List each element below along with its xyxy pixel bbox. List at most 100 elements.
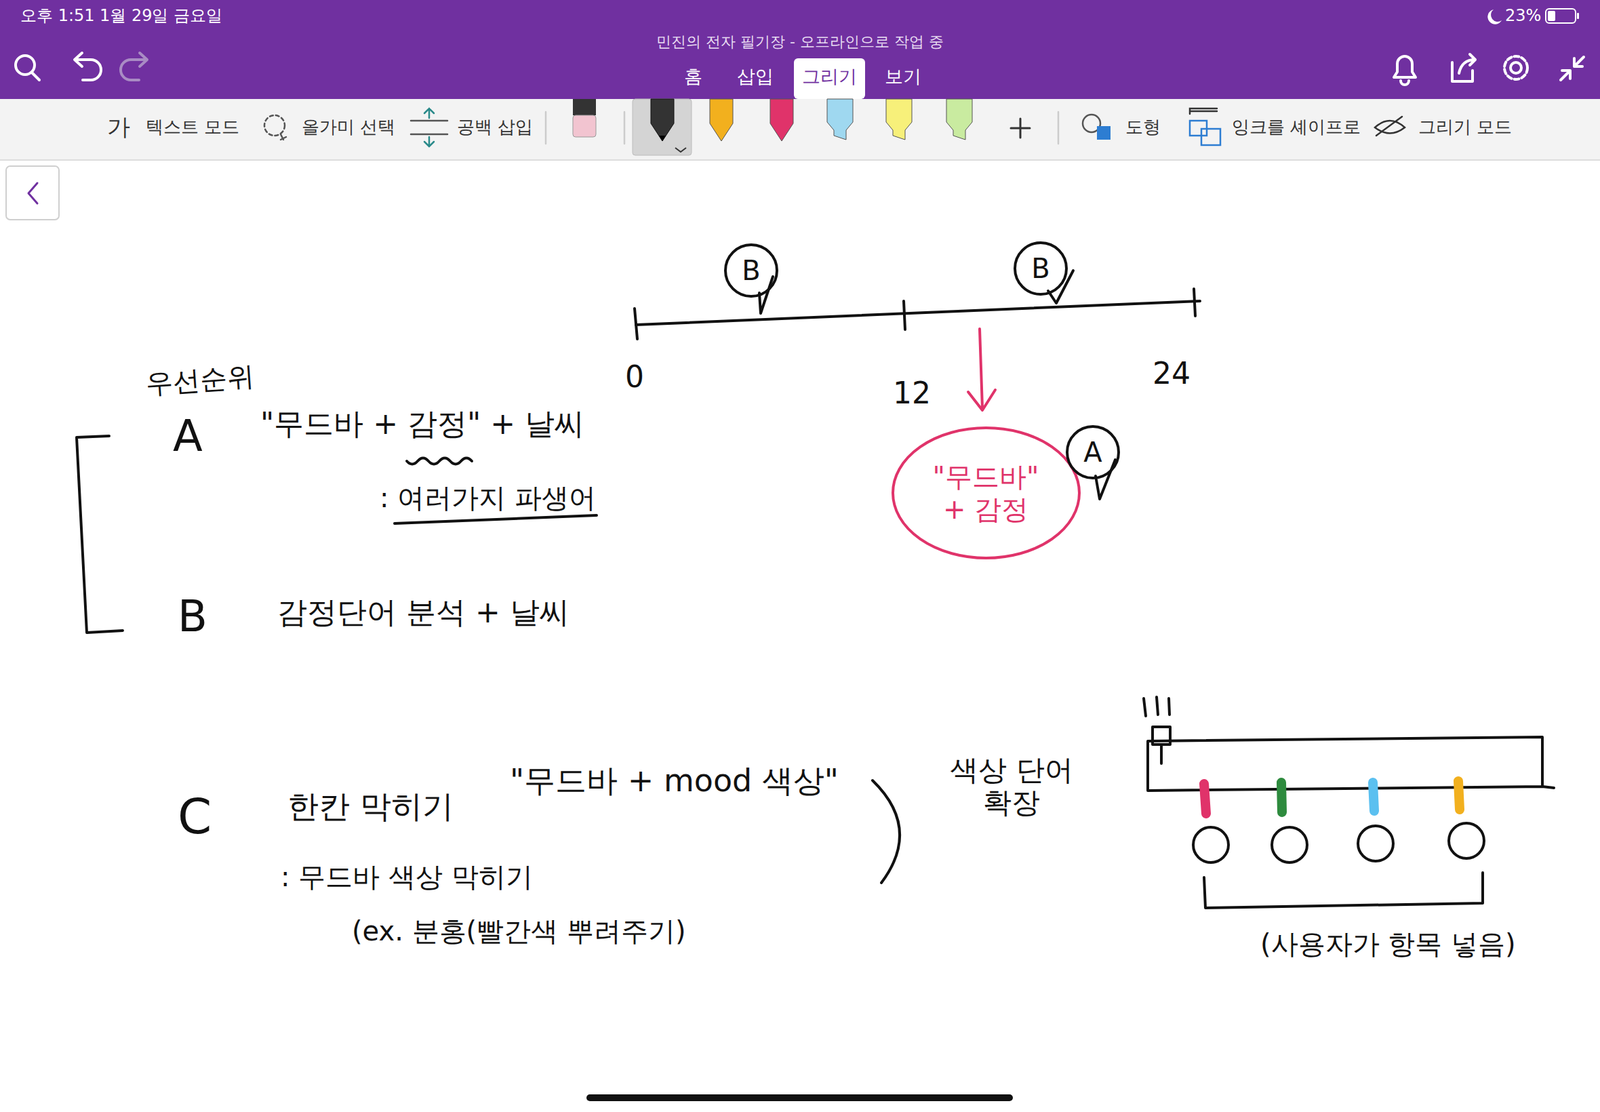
gear-icon bbox=[1510, 62, 1522, 74]
handwritten-note: : 여러가지 파생어 bbox=[379, 482, 596, 514]
slots-bracket bbox=[1204, 872, 1483, 908]
node-text: A bbox=[1083, 435, 1102, 469]
slot-circle bbox=[1357, 825, 1394, 862]
selected-tab bbox=[793, 58, 866, 99]
handwritten-note: (사용자가 항목 넣음) bbox=[1260, 928, 1516, 960]
add-pen-icon bbox=[1010, 118, 1030, 138]
big-paren bbox=[872, 780, 900, 883]
collapse-icon bbox=[1560, 56, 1584, 80]
toolbar-separator bbox=[545, 111, 1059, 144]
draw-mode-icon bbox=[1374, 116, 1405, 136]
toolbar-border bbox=[0, 159, 1600, 161]
ink-shape-box2 bbox=[1201, 128, 1221, 146]
priority-letter: C bbox=[177, 788, 212, 845]
axis-tick-label: 24 bbox=[1152, 356, 1191, 392]
axis-tick-label: 12 bbox=[892, 376, 931, 411]
toolbar-label: 그리기 모드 bbox=[1418, 117, 1512, 138]
handwritten-note: 색상 단어 확장 bbox=[943, 753, 1080, 820]
handwritten-heading: 우선순위 bbox=[145, 360, 256, 399]
handwritten-note: 감정단어 분석 + 날씨 bbox=[277, 595, 570, 630]
tab-label: 보기 bbox=[884, 65, 922, 87]
priority-letter: A bbox=[172, 411, 203, 462]
priority-letter: B bbox=[177, 591, 208, 643]
back-button bbox=[6, 166, 59, 220]
tab-label-selected: 그리기 bbox=[802, 65, 857, 87]
battery-icon bbox=[1545, 8, 1576, 24]
handwritten-note: "무드바 + mood 색상" bbox=[509, 762, 839, 799]
bar-pin bbox=[1152, 726, 1171, 764]
share-icon bbox=[1452, 54, 1476, 82]
circled-letter: B bbox=[723, 242, 779, 299]
battery-level bbox=[1547, 10, 1556, 22]
highlighter-green bbox=[946, 98, 973, 140]
title-bar bbox=[0, 0, 1600, 99]
circled-letter: B bbox=[1012, 240, 1069, 297]
redo-icon bbox=[120, 52, 148, 80]
battery-percent: 23% bbox=[1505, 6, 1542, 26]
pen-yellow bbox=[709, 98, 733, 142]
node-text: B bbox=[1031, 252, 1050, 285]
timeline bbox=[635, 301, 1200, 325]
slot-circle bbox=[1448, 823, 1485, 859]
tab-label: 홈 bbox=[684, 65, 703, 87]
eraser-top bbox=[572, 98, 596, 116]
circle-outline bbox=[725, 244, 777, 297]
pen-dropdown bbox=[675, 147, 687, 152]
status-time: 오후 1:51 bbox=[20, 6, 95, 26]
timeline-ticks bbox=[634, 288, 1196, 339]
tab-label: 삽입 bbox=[736, 65, 774, 87]
toolbar-label: 잉크를 셰이프로 bbox=[1231, 117, 1361, 138]
notebook-title: 민진의 전자 필기장 - 오프라인으로 작업 중 bbox=[656, 33, 944, 51]
undo-icon bbox=[74, 52, 102, 80]
pink-arrow bbox=[979, 328, 983, 409]
eraser-icon bbox=[572, 115, 596, 137]
color-marker-blue bbox=[1372, 782, 1375, 811]
moon-icon bbox=[1487, 9, 1502, 25]
circle-outline bbox=[1014, 242, 1067, 295]
pen-black-tip bbox=[658, 135, 666, 142]
node-text: "무드바" + 감정 bbox=[923, 460, 1049, 526]
home-indicator bbox=[586, 1094, 1013, 1102]
toolbar-icon-text: 가 bbox=[107, 113, 131, 141]
handwritten-note: (ex. 분홍(빨간색 뿌려주기) bbox=[351, 915, 687, 947]
handwritten-note: 한칸 막히기 bbox=[287, 788, 454, 825]
node-text: B bbox=[741, 254, 760, 287]
underline bbox=[394, 515, 597, 524]
pen-black bbox=[650, 98, 674, 142]
search-handle bbox=[31, 72, 40, 80]
shape-square bbox=[1096, 126, 1111, 140]
space-arrows bbox=[424, 108, 434, 147]
slot-circle bbox=[1193, 827, 1229, 863]
handwritten-note: : 무드바 색상 막히기 bbox=[280, 861, 533, 893]
priority-bracket bbox=[76, 435, 123, 633]
pink-arrowhead bbox=[968, 389, 996, 411]
toolbar-label: 공백 삽입 bbox=[456, 117, 533, 138]
toolbar-label: 텍스트 모드 bbox=[145, 117, 240, 138]
lasso-icon bbox=[264, 115, 285, 136]
circle-outline bbox=[1067, 426, 1119, 478]
highlighter-yellow bbox=[886, 98, 912, 140]
status-date: 1월 29일 금요일 bbox=[99, 6, 223, 26]
mood-bar bbox=[1147, 736, 1554, 791]
toolbar-label: 도형 bbox=[1125, 117, 1161, 138]
toolbar-label: 올가미 선택 bbox=[301, 117, 396, 138]
pen-pink bbox=[770, 98, 794, 142]
ink-shape-icon bbox=[1189, 108, 1217, 114]
color-marker-pink bbox=[1204, 783, 1207, 814]
node-outline bbox=[890, 425, 1082, 560]
battery-tip bbox=[1576, 12, 1579, 19]
bell-icon bbox=[1393, 56, 1416, 85]
space-icon bbox=[410, 120, 448, 135]
ellipse-node: "무드바" + 감정 bbox=[890, 425, 1082, 560]
circled-letter: A bbox=[1065, 424, 1121, 480]
lasso-plus bbox=[280, 134, 287, 140]
color-marker-green bbox=[1281, 782, 1283, 813]
back-chevron bbox=[28, 183, 38, 204]
handwritten-note: "무드바 + 감정" + 날씨 bbox=[260, 406, 585, 442]
color-marker-orange bbox=[1458, 781, 1460, 810]
emphasis-marks bbox=[1143, 696, 1170, 716]
ellipse-outline bbox=[892, 427, 1080, 558]
gear-teeth bbox=[1504, 56, 1528, 80]
toolbar bbox=[0, 98, 1600, 160]
